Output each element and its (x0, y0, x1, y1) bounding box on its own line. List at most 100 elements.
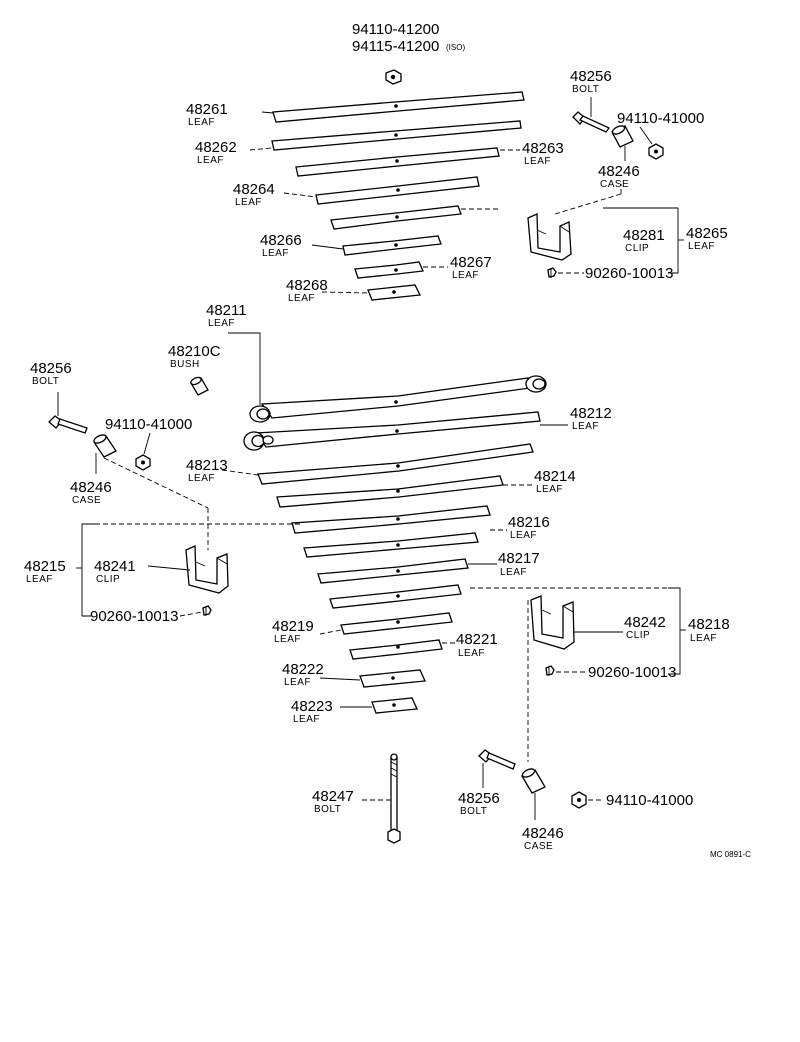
nut-94110-left (135, 454, 151, 471)
label-48256-bottom-bolt: BOLT (460, 806, 487, 817)
label-48216: 48216 (508, 514, 550, 531)
leaf-48216 (291, 505, 491, 534)
leaf-48217 (317, 558, 469, 584)
label-94110-bottom: 94110-41000 (606, 792, 693, 809)
label-48246-bottom-case: CASE (524, 841, 553, 852)
leaf-48216b (303, 532, 479, 558)
bolt-48256-top (572, 111, 611, 133)
label-48246-top: 48246 (598, 163, 640, 180)
label-48265-leaf: LEAF (688, 241, 715, 252)
label-48281-clip: CLIP (625, 243, 649, 254)
leaf-48214 (276, 475, 504, 508)
label-48246-top-case: CASE (600, 179, 629, 190)
label-94110-top: 94110-41000 (617, 110, 704, 127)
label-48219: 48219 (272, 618, 314, 635)
label-48246-bottom: 48246 (522, 825, 564, 842)
label-48246-left-case: CASE (72, 495, 101, 506)
leaf-48261 (272, 91, 525, 123)
label-48217-leaf: LEAF (500, 567, 527, 578)
label-48247-bolt: BOLT (314, 804, 341, 815)
label-48262: 48262 (195, 139, 237, 156)
label-48265: 48265 (686, 225, 728, 242)
label-48214: 48214 (534, 468, 576, 485)
label-48214-leaf: LEAF (536, 484, 563, 495)
label-48215-leaf: LEAF (26, 574, 53, 585)
label-48213-leaf: LEAF (188, 473, 215, 484)
label-48242-clip: CLIP (626, 630, 650, 641)
label-48215: 48215 (24, 558, 66, 575)
label-48223-leaf: LEAF (293, 714, 320, 725)
upper-right-hardware (527, 97, 684, 278)
label-48261-leaf: LEAF (188, 117, 215, 128)
label-48241-clip: CLIP (96, 574, 120, 585)
label-48213: 48213 (186, 457, 228, 474)
top-nut (385, 69, 402, 85)
label-48266-leaf: LEAF (262, 248, 289, 259)
reference-code: MC 0891-C (710, 850, 751, 859)
label-48267-leaf: LEAF (452, 270, 479, 281)
leaf-48211 (260, 377, 531, 419)
label-48246-left: 48246 (70, 479, 112, 496)
label-48256-left-bolt: BOLT (32, 376, 59, 387)
nut-94110-top (648, 143, 664, 160)
clip-48242 (530, 595, 575, 650)
leaf-48266 (342, 235, 442, 256)
label-48268-leaf: LEAF (288, 293, 315, 304)
label-48262-leaf: LEAF (197, 155, 224, 166)
screw-90260-left (202, 605, 212, 616)
label-48222: 48222 (282, 661, 324, 678)
label-48210c-bush: BUSH (170, 359, 200, 370)
label-top-nut-iso: (ISO) (446, 43, 465, 52)
label-90260-top: 90260-10013 (585, 265, 673, 282)
leaf-48219 (340, 612, 453, 635)
label-48264-leaf: LEAF (235, 197, 262, 208)
label-48256-bottom: 48256 (458, 790, 500, 807)
label-48212-leaf: LEAF (572, 421, 599, 432)
leaf-48221 (349, 639, 443, 660)
bolt-48247 (362, 753, 401, 844)
main-spring-pack (221, 332, 568, 714)
label-48216-leaf: LEAF (510, 530, 537, 541)
bolt-48256-left (48, 415, 88, 434)
label-48268: 48268 (286, 277, 328, 294)
label-48218-leaf: LEAF (690, 633, 717, 644)
label-90260-right: 90260-10013 (588, 664, 676, 681)
label-48221-leaf: LEAF (458, 648, 485, 659)
label-48256-top-bolt: BOLT (572, 84, 599, 95)
label-48256-top: 48256 (570, 68, 612, 85)
clip-48281 (527, 213, 572, 261)
clip-48241 (185, 545, 229, 594)
label-48256-left: 48256 (30, 360, 72, 377)
label-48266: 48266 (260, 232, 302, 249)
label-48267: 48267 (450, 254, 492, 271)
label-48217: 48217 (498, 550, 540, 567)
leaf-48218 (329, 584, 462, 609)
label-48263: 48263 (522, 140, 564, 157)
label-48264: 48264 (233, 181, 275, 198)
label-48211-leaf: LEAF (208, 318, 235, 329)
leaf-48212 (254, 411, 541, 448)
right-hardware (470, 587, 686, 820)
label-48211: 48211 (206, 302, 247, 319)
labels: 94110-41200 94115-41200 (ISO) 48261 LEAF… (24, 21, 751, 859)
case-48246-left (93, 434, 117, 458)
label-48281: 48281 (623, 227, 665, 244)
case-48246-top (611, 125, 634, 148)
bush-48210c (190, 376, 209, 396)
label-48241: 48241 (94, 558, 136, 575)
screw-90260-right (545, 665, 555, 676)
label-48247: 48247 (312, 788, 354, 805)
label-top-nut-1: 94110-41200 (352, 21, 439, 38)
case-48246-bottom (521, 768, 546, 794)
label-48218: 48218 (688, 616, 730, 633)
bolt-48256-bottom (478, 749, 516, 770)
screw-90260-top (547, 267, 557, 278)
label-48212: 48212 (570, 405, 612, 422)
leaf-48213 (257, 443, 534, 485)
label-94110-left: 94110-41000 (105, 416, 192, 433)
nut-94110-bottom (571, 791, 587, 809)
label-48210c: 48210C (168, 343, 221, 360)
label-top-nut-2: 94115-41200 (352, 38, 439, 55)
leaf-48267 (354, 261, 424, 279)
